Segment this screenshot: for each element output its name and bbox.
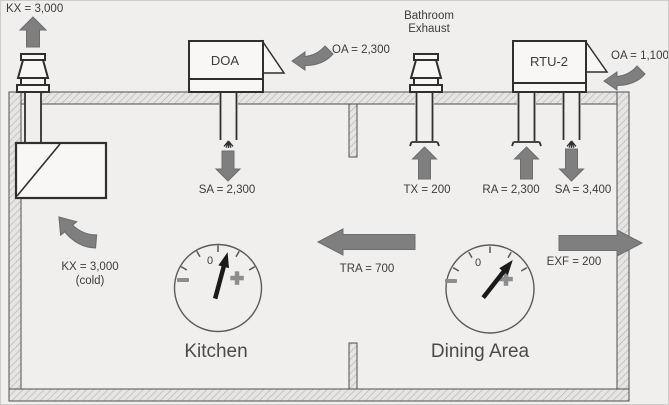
- partition-wall-top: [348, 103, 358, 158]
- gauge-dial: [173, 243, 263, 333]
- kitchen-exhaust-stack: [16, 53, 50, 93]
- return-air-label: RA = 2,300: [482, 184, 540, 196]
- gauge-minus-icon: [177, 278, 189, 282]
- gauge-minus-icon: [445, 279, 457, 283]
- roof-opening: [24, 91, 42, 106]
- outdoor-air-doa-label: OA = 2,300: [332, 44, 390, 56]
- air-outlets: [223, 140, 577, 148]
- toilet-exhaust-label: TX = 200: [403, 184, 451, 196]
- supply-air-rtu-label: SA = 3,400: [554, 184, 612, 196]
- rtu-intake-hood: [585, 39, 609, 73]
- rtu-curb: [512, 82, 587, 93]
- transfer-air-arrow: [316, 228, 416, 256]
- doa-supply-duct: [219, 90, 238, 140]
- stack-base: [16, 84, 50, 93]
- outdoor-air-rtu-arrow: [603, 65, 646, 91]
- doa-curb: [188, 78, 264, 93]
- gauge-ticks: [180, 245, 256, 271]
- stack-base: [409, 84, 443, 93]
- transfer-air-label: TRA = 700: [339, 263, 395, 275]
- kitchen-pressure-gauge: 0: [173, 243, 263, 333]
- kitchen-exhaust-duct: [24, 91, 42, 144]
- stack-collar: [413, 77, 439, 86]
- rtu-unit-shape: [512, 39, 609, 93]
- gauge-needle: [212, 252, 230, 300]
- partition-wall-bottom: [348, 342, 358, 390]
- return-grille-icon: [511, 141, 542, 147]
- bathroom-exhaust-stack: [409, 53, 443, 93]
- rtu-unit-label: RTU-2: [529, 54, 569, 69]
- left-wall: [8, 91, 22, 402]
- exhaust-grille-icon: [409, 141, 440, 147]
- kitchen-hood-baffle: [16, 143, 61, 197]
- kitchen-room-label: Kitchen: [184, 341, 248, 362]
- roof-opening: [219, 91, 238, 106]
- doa-intake-hood: [262, 39, 286, 74]
- toilet-exhaust-duct: [415, 90, 434, 141]
- roof-opening: [517, 91, 536, 106]
- bathroom-exhaust-label-line2: Exhaust: [408, 23, 450, 35]
- flow-arrows: [18, 16, 646, 261]
- toilet-exhaust-arrow: [411, 146, 438, 180]
- building-walls: [8, 91, 630, 402]
- kitchen-hood-exhaust-value: KX = 3,000: [61, 261, 119, 273]
- kitchen-hood-body: [14, 141, 108, 200]
- stack-collar: [20, 77, 46, 86]
- supply-air-doa-arrow: [214, 150, 242, 182]
- bathroom-exhaust-label: Bathroom Exhaust: [404, 10, 454, 36]
- supply-diffuser-icon: [566, 140, 577, 148]
- return-air-arrow: [513, 146, 540, 180]
- exfiltration-arrow: [558, 229, 644, 257]
- outdoor-air-doa-arrow: [291, 45, 334, 71]
- floor-wall: [8, 388, 630, 402]
- kitchen-exhaust-roof-arrow: [18, 16, 48, 48]
- return-air-duct: [517, 90, 536, 141]
- rtu-cabinet: [512, 40, 587, 84]
- stack-body: [16, 59, 50, 79]
- kitchen-hood-exhaust-label: KX = 3,000 (cold): [61, 260, 118, 288]
- gauge-ticks: [452, 246, 528, 272]
- kitchen-hood-exhaust-note: (cold): [75, 275, 105, 287]
- outdoor-air-rtu-label: OA = 1,100: [611, 50, 669, 62]
- gauge-zero-label: 0: [207, 255, 213, 267]
- dining-room-label: Dining Area: [430, 341, 530, 362]
- kitchen-hood-exhaust-arrow: [50, 205, 104, 261]
- ducts: [24, 90, 581, 144]
- kitchen-hood-shape: [14, 141, 108, 200]
- rtu-supply-duct: [562, 90, 581, 140]
- doa-cabinet: [188, 40, 264, 80]
- roof-opening: [415, 91, 434, 106]
- supply-air-rtu-arrow: [558, 148, 585, 182]
- supply-diffuser-icon: [223, 140, 234, 148]
- gauge-plus-icon: [230, 271, 244, 285]
- dining-pressure-gauge: 0: [445, 244, 535, 334]
- stack-body: [409, 59, 443, 79]
- gauge-plus-icon: [499, 272, 513, 286]
- supply-air-doa-label: SA = 2,300: [198, 184, 256, 196]
- roof-duct-openings: [24, 91, 581, 106]
- bathroom-exhaust-label-line1: Bathroom: [404, 10, 454, 22]
- exfiltration-label: EXF = 200: [546, 256, 602, 268]
- kitchen-exhaust-roof-label: KX = 3,000: [6, 3, 64, 15]
- doa-unit-shape: [188, 39, 286, 93]
- gauge-dial: [445, 244, 535, 334]
- roof-opening: [562, 91, 581, 106]
- gauge-zero-label: 0: [475, 257, 481, 269]
- gauge-needle: [481, 259, 513, 300]
- doa-unit-label: DOA: [210, 53, 240, 68]
